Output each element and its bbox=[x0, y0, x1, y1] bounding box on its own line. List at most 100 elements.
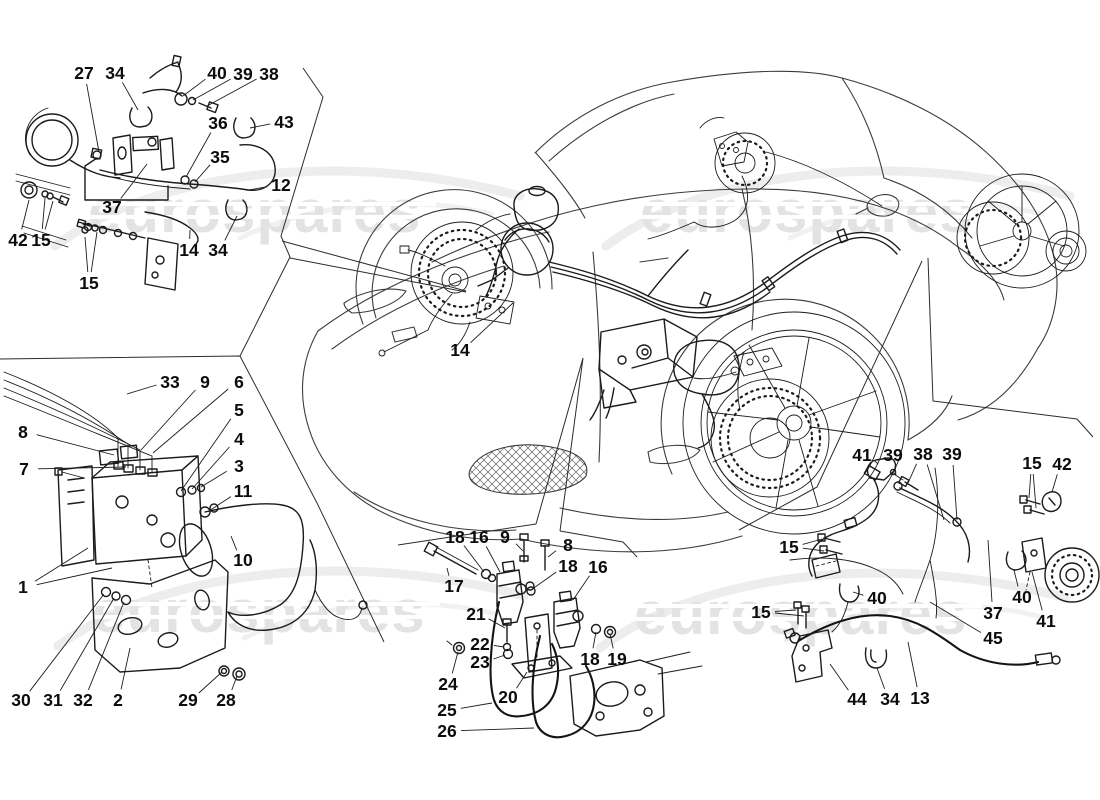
rear-left-wheel bbox=[682, 311, 906, 535]
leader-line-16 bbox=[572, 575, 590, 601]
leader-line-42 bbox=[21, 199, 30, 230]
callout-frame-lines bbox=[0, 67, 1094, 643]
part-label-4: 4 bbox=[234, 429, 244, 449]
junction-valves-detail bbox=[423, 533, 703, 739]
leader-line-42 bbox=[1051, 474, 1058, 493]
part-label-15: 15 bbox=[31, 230, 51, 250]
leader-line-30 bbox=[29, 593, 105, 692]
part-label-11: 11 bbox=[234, 481, 253, 501]
part-label-8: 8 bbox=[18, 422, 28, 442]
part-label-15: 15 bbox=[779, 537, 799, 557]
leader-line-2 bbox=[120, 647, 131, 690]
part-label-25: 25 bbox=[437, 700, 457, 720]
leader-line-19 bbox=[609, 633, 614, 649]
part-label-33: 33 bbox=[160, 372, 180, 392]
part-label-37: 37 bbox=[102, 197, 121, 217]
leader-line-8 bbox=[36, 434, 115, 456]
hydraulic-unit-body bbox=[91, 469, 187, 565]
leader-line-45 bbox=[929, 601, 982, 633]
abs-unit-detail bbox=[3, 371, 368, 681]
leader-line-15 bbox=[44, 200, 54, 230]
part-label-18: 18 bbox=[580, 649, 600, 669]
leader-line-15 bbox=[774, 609, 797, 612]
leader-line-40 bbox=[1013, 569, 1019, 587]
part-label-13: 13 bbox=[910, 688, 930, 708]
part-label-27: 27 bbox=[74, 63, 93, 83]
part-label-14: 14 bbox=[450, 340, 470, 360]
leader-line-18 bbox=[463, 545, 485, 573]
line-clamp bbox=[838, 583, 860, 603]
part-label-20: 20 bbox=[498, 687, 518, 707]
part-label-22: 22 bbox=[470, 634, 490, 654]
part-label-40: 40 bbox=[867, 588, 887, 608]
leader-line-33 bbox=[126, 384, 157, 395]
leader-line-7 bbox=[37, 466, 127, 470]
leader-line-17 bbox=[446, 567, 450, 576]
leader-line-18 bbox=[592, 631, 597, 649]
leader-line-15 bbox=[90, 231, 98, 273]
leader-line-37 bbox=[120, 163, 148, 199]
leader-line-23 bbox=[493, 654, 506, 660]
part-label-34: 34 bbox=[208, 240, 228, 260]
part-label-2: 2 bbox=[113, 690, 123, 710]
leader-line-22 bbox=[493, 644, 505, 648]
leader-line-25 bbox=[460, 702, 493, 709]
line-clamp bbox=[1041, 491, 1062, 513]
part-label-17: 17 bbox=[444, 576, 463, 596]
part-label-29: 29 bbox=[178, 690, 198, 710]
hose-bracket bbox=[791, 629, 833, 683]
headlight bbox=[343, 288, 407, 314]
part-label-15: 15 bbox=[751, 602, 771, 622]
flexible-hose bbox=[798, 614, 1040, 666]
leader-line-9 bbox=[140, 389, 196, 451]
part-label-9: 9 bbox=[200, 372, 210, 392]
part-label-15: 15 bbox=[79, 273, 99, 293]
leader-line-39 bbox=[894, 465, 897, 477]
leader-line-39 bbox=[192, 78, 231, 101]
part-label-41: 41 bbox=[1036, 611, 1056, 631]
watermark-text: eurospares bbox=[634, 580, 968, 647]
part-label-39: 39 bbox=[883, 445, 903, 465]
part-label-42: 42 bbox=[8, 230, 28, 250]
leader-line-26 bbox=[460, 727, 535, 732]
front-left-brake-on-car bbox=[378, 213, 515, 357]
leader-line-6 bbox=[152, 388, 229, 454]
part-label-9: 9 bbox=[500, 527, 510, 547]
part-label-35: 35 bbox=[210, 147, 230, 167]
leader-line-43 bbox=[249, 123, 271, 129]
part-label-32: 32 bbox=[73, 690, 93, 710]
leader-line-41 bbox=[873, 460, 879, 465]
leader-line-3 bbox=[200, 470, 227, 488]
part-label-8: 8 bbox=[563, 535, 573, 555]
watermark-layer: eurospares eurospares eurospares eurospa… bbox=[50, 166, 1075, 653]
part-label-12: 12 bbox=[271, 175, 291, 195]
leader-line-41 bbox=[1031, 571, 1043, 611]
pipe-clip bbox=[225, 199, 248, 221]
leader-line-31 bbox=[59, 597, 115, 691]
hose-clip bbox=[864, 647, 888, 669]
part-label-3: 3 bbox=[234, 456, 244, 476]
leader-line-18 bbox=[530, 571, 557, 591]
part-label-44: 44 bbox=[847, 689, 867, 709]
part-label-40: 40 bbox=[207, 63, 227, 83]
leader-line-10 bbox=[230, 535, 238, 551]
part-label-40: 40 bbox=[1012, 587, 1032, 607]
mounting-bracket bbox=[91, 559, 229, 673]
leader-line-44 bbox=[829, 663, 849, 691]
part-label-42: 42 bbox=[1052, 454, 1072, 474]
leader-line-38 bbox=[907, 463, 918, 484]
brake-booster bbox=[500, 222, 554, 276]
front-brake-lines-detail bbox=[15, 54, 276, 291]
leader-line-5 bbox=[180, 418, 232, 492]
junction-valve bbox=[496, 569, 524, 625]
part-label-18: 18 bbox=[558, 556, 578, 576]
engine-mount-block bbox=[569, 659, 665, 737]
leader-line-20 bbox=[516, 671, 528, 689]
control-module bbox=[57, 465, 95, 567]
leader-line-8 bbox=[547, 550, 557, 558]
leader-line-15 bbox=[84, 236, 89, 273]
part-label-43: 43 bbox=[274, 112, 294, 132]
leader-line-28 bbox=[231, 675, 238, 691]
leader-line-13 bbox=[907, 641, 918, 688]
